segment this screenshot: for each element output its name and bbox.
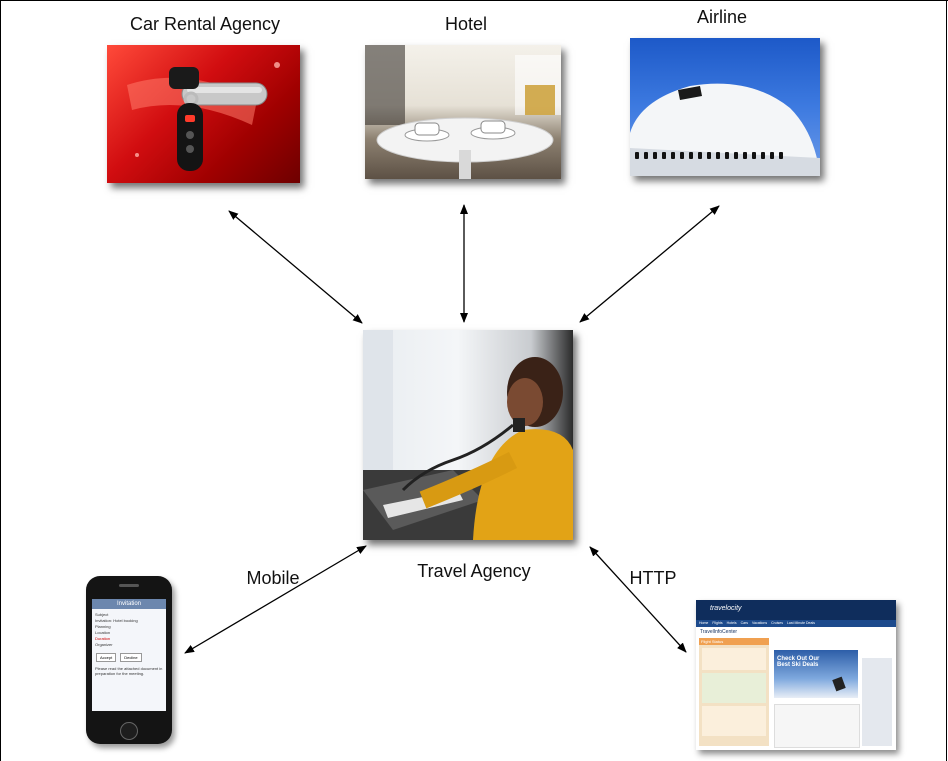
website-logo: travelocity — [710, 605, 742, 612]
nav-item[interactable]: Hotels — [726, 621, 737, 625]
phone-speaker — [119, 584, 139, 587]
promo-line-2: Best Ski Deals — [777, 662, 819, 668]
http-edge-label: HTTP — [629, 568, 677, 588]
airline-photo — [630, 38, 820, 176]
travel-agency-photo — [363, 330, 573, 540]
phone-line: Invitation: Hotel booking — [95, 618, 138, 623]
nav-item[interactable]: Vacations — [751, 621, 768, 625]
panel-body — [702, 648, 766, 670]
frame-top-border — [0, 0, 948, 1]
nav-item[interactable]: Flights — [712, 621, 723, 625]
phone-line: Planning — [95, 624, 111, 629]
hotel-label: Hotel — [444, 14, 488, 34]
phone-home-button[interactable] — [120, 722, 138, 740]
panel-body — [702, 706, 766, 736]
arrow-mobile-travel-agency — [184, 545, 367, 654]
nav-item[interactable]: Home — [699, 621, 709, 625]
panel-title: Flight Status — [699, 638, 769, 645]
phone-screen-title: Invitation — [92, 599, 166, 609]
phone-screen: Invitation Subject Invitation: Hotel boo… — [92, 599, 166, 711]
decline-button[interactable]: Decline — [120, 653, 142, 662]
website-info-center: TravelInfoCenter — [700, 629, 738, 635]
website-right-panel — [862, 658, 892, 746]
car-rental-agency-label: Car Rental Agency — [129, 14, 281, 34]
travel-agency-label: Travel Agency — [417, 561, 531, 581]
airplane-illustration — [630, 83, 820, 176]
mobile-edge-label: Mobile — [246, 568, 300, 588]
mobile-phone: Invitation Subject Invitation: Hotel boo… — [86, 576, 172, 744]
panel-body — [702, 673, 766, 703]
website-left-panel: Flight Status — [699, 638, 769, 746]
nav-item[interactable]: Last Minute Deals — [786, 621, 815, 625]
car-key-illustration — [127, 62, 280, 171]
car-rental-photo — [107, 45, 300, 183]
arrow-car-rental-travel-agency — [228, 210, 363, 324]
frame-left-border — [0, 0, 1, 761]
website-screenshot: travelocity Home Flights Hotels Cars Vac… — [696, 600, 896, 750]
phone-message: Please read the attached document in pre… — [95, 666, 163, 676]
promo-line-1: Check Out Our — [777, 656, 820, 662]
website-header: travelocity — [696, 600, 896, 620]
travel-agent-illustration — [363, 330, 573, 540]
arrow-http-travel-agency — [589, 546, 687, 653]
phone-line: Location — [95, 630, 111, 635]
phone-screen-lines: Subject Invitation: Hotel booking Planni… — [92, 609, 166, 651]
nav-item[interactable]: Cars — [740, 621, 748, 625]
website-content-block — [774, 704, 860, 748]
skier-figure — [832, 676, 846, 692]
phone-line: Organizer — [95, 642, 113, 647]
phone-buttons: Accept Decline — [92, 651, 166, 664]
nav-item[interactable]: Cruises — [771, 621, 783, 625]
phone-line: Subject — [95, 612, 109, 617]
arrow-airline-travel-agency — [579, 205, 720, 323]
website-nav: Home Flights Hotels Cars Vacations Cruis… — [696, 620, 896, 627]
hotel-photo — [365, 45, 561, 179]
hotel-cafe-illustration — [365, 45, 561, 179]
phone-line: Duration — [95, 636, 111, 641]
frame-right-border — [946, 0, 947, 761]
website-promo: Check Out Our Best Ski Deals — [774, 650, 858, 698]
airline-label: Airline — [696, 7, 748, 27]
accept-button[interactable]: Accept — [96, 653, 117, 662]
